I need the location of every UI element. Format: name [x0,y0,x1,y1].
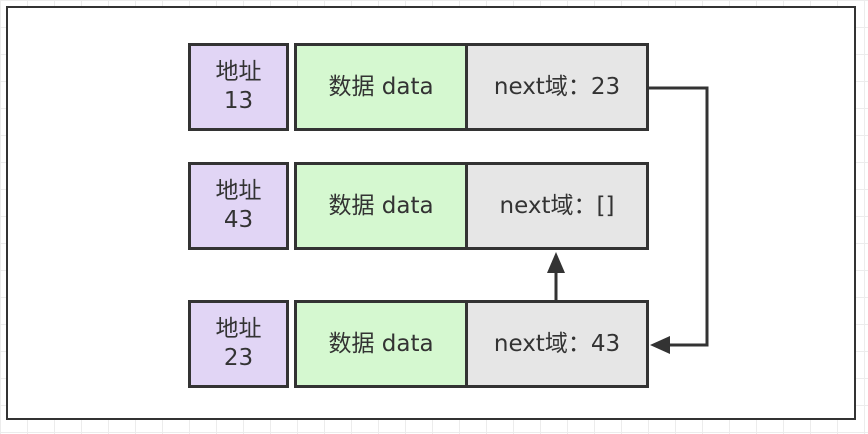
node-23-data: 数据 data [294,300,468,388]
node-43-address: 地址 43 [188,162,289,250]
node-23-data-label: 数据 data [328,330,434,357]
node-43-data: 数据 data [294,162,468,250]
node-43-next: next域：[] [465,162,649,250]
node-43-next-label: next域：[] [499,192,615,219]
node-13-data: 数据 data [294,43,468,131]
node-43-data-label: 数据 data [328,192,434,219]
node-23-address-value: 23 [223,345,254,371]
node-43-address-label: 地址 [215,178,262,205]
node-13-address: 地址 13 [188,43,289,131]
node-13-address-label: 地址 [215,59,262,86]
node-13-address-value: 13 [223,88,254,114]
node-23-address-label: 地址 [215,316,262,343]
node-23-address: 地址 23 [188,300,289,388]
node-23-next: next域：43 [465,300,649,388]
node-43-address-value: 43 [223,207,254,233]
node-13-next-label: next域：23 [493,73,621,100]
node-23-next-label: next域：43 [493,330,621,357]
node-13-data-label: 数据 data [328,73,434,100]
node-13-next: next域：23 [465,43,649,131]
